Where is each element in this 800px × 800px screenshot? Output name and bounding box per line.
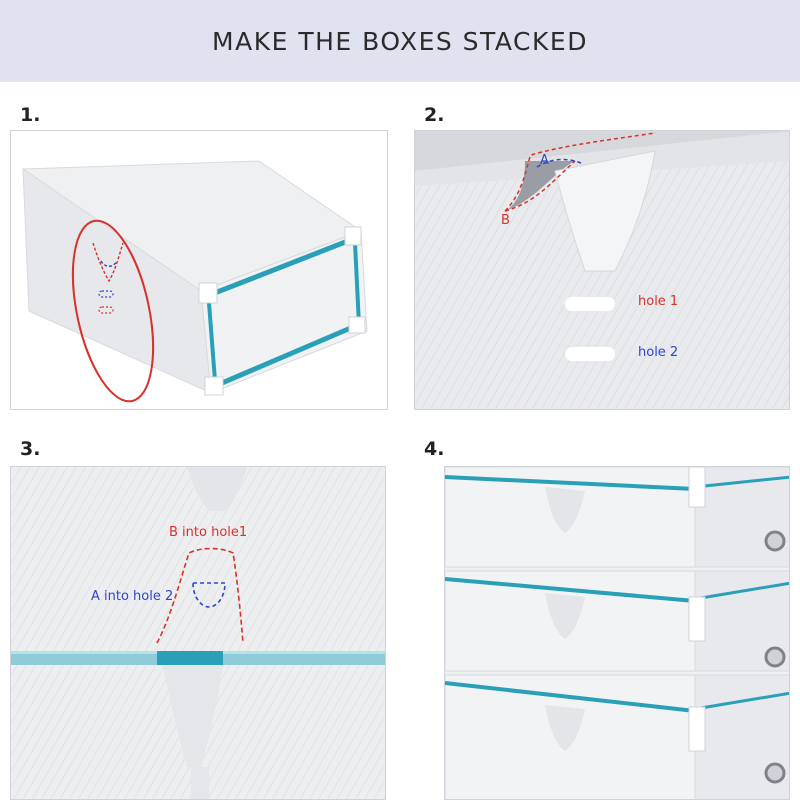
- label-b-into-hole-1: B into hole1: [169, 525, 248, 540]
- label-a-into-hole-2: A into hole 2: [91, 589, 174, 604]
- insert-tab-illustration: [11, 467, 385, 799]
- stacked-boxes-illustration: [445, 467, 789, 799]
- tab-closeup-illustration: [415, 131, 789, 409]
- label-hole-1: hole 1: [638, 294, 679, 309]
- step-1-photo: [10, 130, 388, 410]
- label-hole-2: hole 2: [638, 345, 679, 360]
- label-b: B: [501, 213, 510, 228]
- step-1-label: 1.: [20, 104, 41, 126]
- title-banner: MAKE THE BOXES STACKED: [0, 0, 800, 82]
- banner-title: MAKE THE BOXES STACKED: [212, 26, 588, 56]
- step-2-label: 2.: [424, 104, 445, 126]
- step-2-photo: A B hole 1 hole 2: [414, 130, 790, 410]
- step-3-label: 3.: [20, 438, 41, 460]
- box-illustration: [21, 160, 368, 403]
- step-3-photo: B into hole1 A into hole 2: [10, 466, 386, 800]
- step-4-photo: [444, 466, 790, 800]
- step-4-label: 4.: [424, 438, 445, 460]
- label-a: A: [540, 153, 549, 168]
